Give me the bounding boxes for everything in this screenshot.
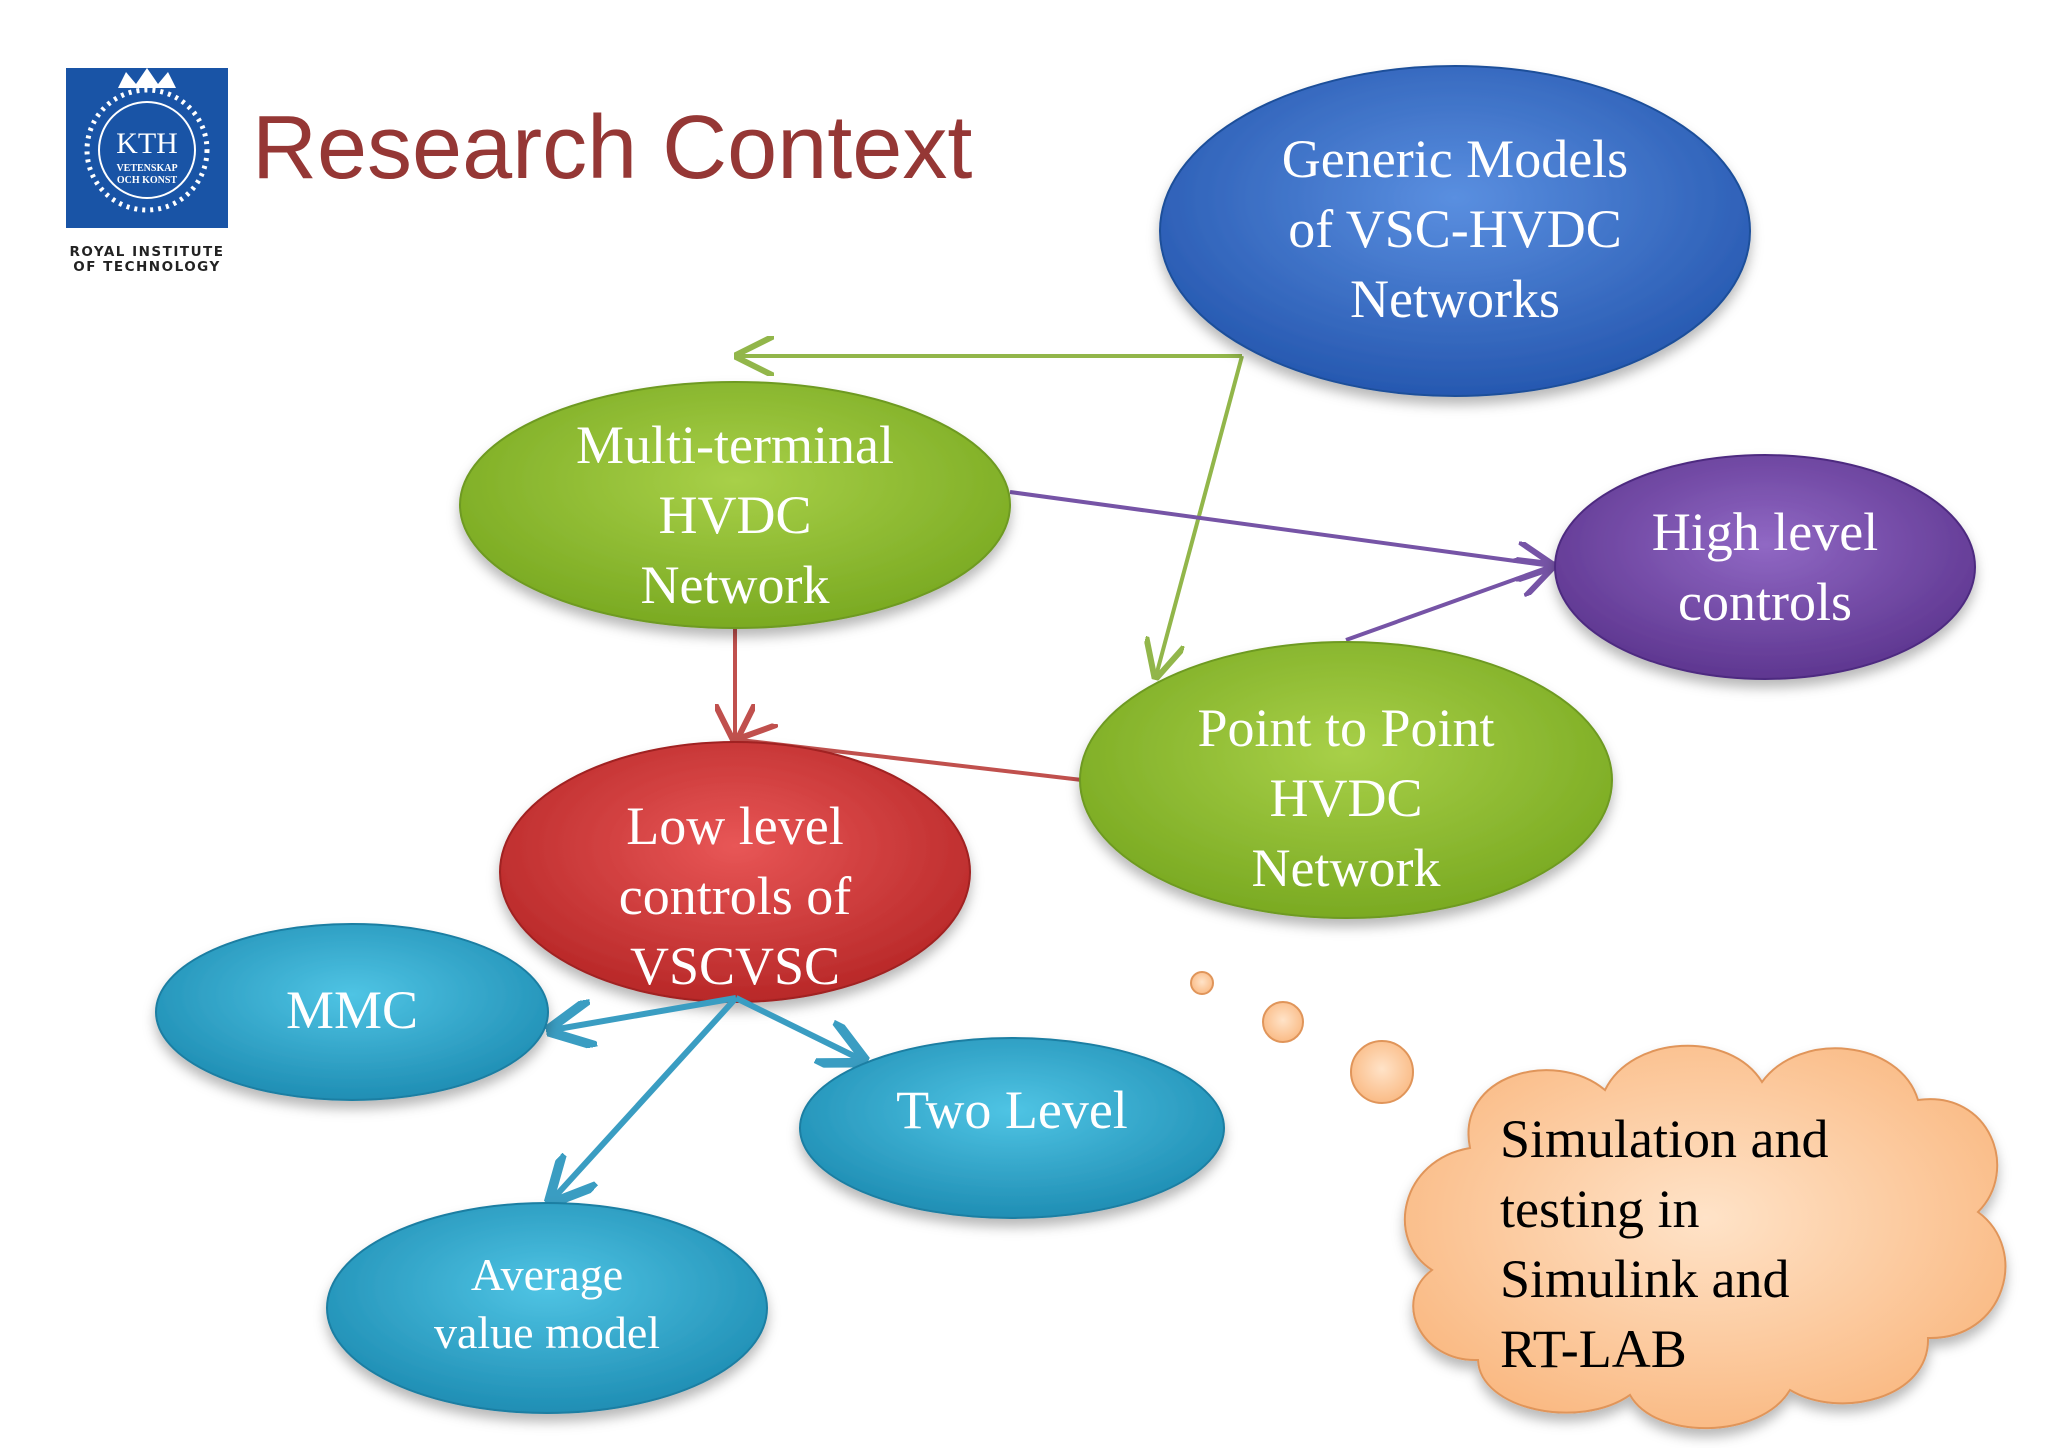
multi-terminal-line1: Multi-terminal [576,415,894,475]
logo-abbreviation: KTH [116,127,178,160]
generic-models-line2: of VSC-HVDC [1288,199,1622,259]
thought-bubble-medium [1262,1001,1304,1043]
page-title: Research Context [252,98,972,198]
low-level-line2: controls of [619,866,851,926]
point-to-point-line1: Point to Point [1197,698,1494,758]
low-level-line3: VSCVSC [630,936,840,996]
edge-multiterminal-to-high-level [1009,490,1552,566]
simulation-cloud [1403,1044,2007,1430]
cloud-line3: Simulink and [1500,1249,1790,1309]
logo-motto-line2: OCH KONST [117,175,178,186]
institute-line1: ROYAL INSTITUTE [69,244,224,260]
mmc-label: MMC [286,980,418,1040]
logo-motto-line1: VETENSKAP [116,163,177,174]
average-value-line2: value model [434,1307,660,1358]
high-level-line1: High level [1652,502,1878,562]
thought-bubble-large [1350,1040,1414,1104]
node-mmc [155,923,549,1101]
node-multi-terminal [459,381,1011,629]
cloud-line2: testing in [1500,1179,1700,1239]
edge-low-level-to-average [552,995,739,1200]
thought-bubbles [1190,971,1414,1104]
thought-bubble-small [1190,971,1214,995]
average-value-line1: Average [471,1249,623,1300]
point-to-point-line3: Network [1252,838,1441,898]
cloud-line4: RT-LAB [1500,1319,1687,1379]
edge-low-level-to-mmc [552,995,737,1030]
crown-icon [118,68,176,88]
node-high-level-controls [1554,454,1976,680]
institute-line2: OF TECHNOLOGY [73,259,220,275]
high-level-line2: controls [1678,572,1852,632]
generic-models-line1: Generic Models [1282,129,1628,189]
generic-models-line3: Networks [1350,269,1560,329]
kth-logo: KTH VETENSKAP OCH KONST ROYAL INSTITUTE … [66,68,228,275]
node-two-level [799,1037,1225,1219]
edge-low-level-to-two-level [734,995,862,1060]
edge-point-to-point-to-high-level [1345,566,1552,642]
multi-terminal-line3: Network [641,555,830,615]
low-level-line1: Low level [626,796,843,856]
cloud-line1: Simulation and [1500,1109,1828,1169]
node-point-to-point [1079,641,1613,919]
two-level-label: Two Level [896,1080,1128,1140]
node-average-value-model [326,1202,768,1414]
node-generic-models [1159,65,1751,397]
multi-terminal-line2: HVDC [658,485,811,545]
point-to-point-line2: HVDC [1269,768,1422,828]
edges-variants [552,995,862,1200]
